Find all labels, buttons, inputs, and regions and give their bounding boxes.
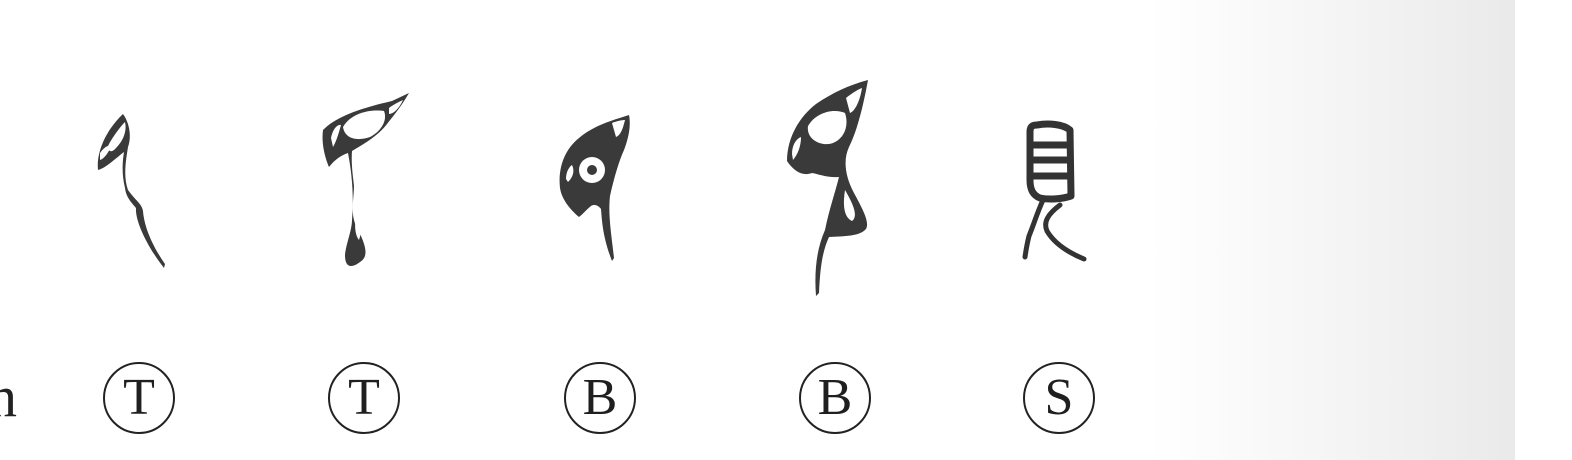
circled-label-3: B <box>564 362 636 434</box>
circled-label-4: B <box>799 362 871 434</box>
cut-off-text: n <box>0 364 17 429</box>
circled-label-2-text: T <box>348 369 380 426</box>
scan-shadow <box>1150 0 1572 460</box>
oracle-bird-glyph-3-icon <box>559 115 630 261</box>
circled-label-3-text: B <box>582 369 618 426</box>
circled-label-5-text: S <box>1044 369 1074 426</box>
oracle-bird-glyph-4-icon <box>787 80 868 296</box>
oracle-bird-glyph-1-icon <box>97 114 165 268</box>
oracle-bird-glyph-2-icon <box>322 93 409 267</box>
circled-label-2: T <box>328 362 400 434</box>
circled-label-1-text: T <box>123 369 155 426</box>
page-margin <box>1515 0 1572 460</box>
circled-label-5: S <box>1023 362 1095 434</box>
circled-label-4-text: B <box>817 369 853 426</box>
circled-label-1: T <box>103 362 175 434</box>
small-seal-glyph-5-icon <box>1022 120 1087 262</box>
